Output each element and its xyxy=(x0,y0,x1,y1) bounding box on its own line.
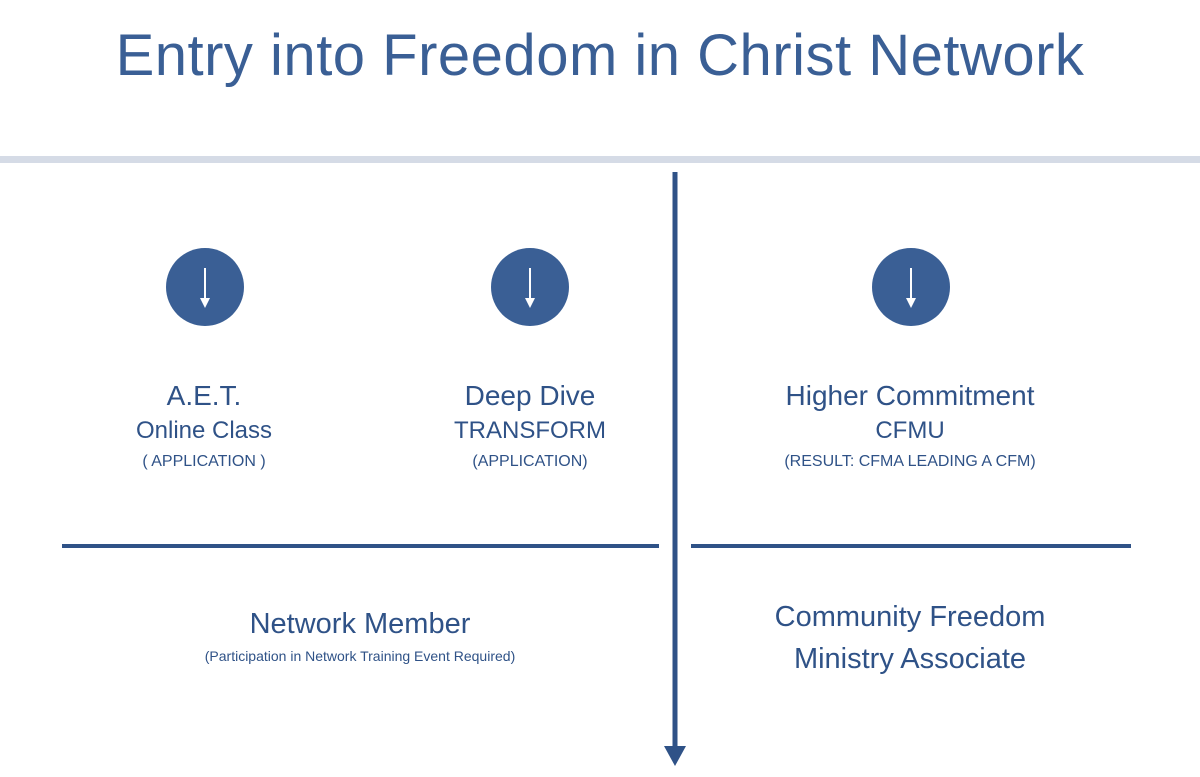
step-subheading: TRANSFORM xyxy=(454,417,606,444)
outcome-network-member: Network Member (Participation in Network… xyxy=(110,603,610,667)
step-note: (APPLICATION) xyxy=(472,453,588,470)
step-note: (RESULT: CFMA LEADING A CFM) xyxy=(784,453,1036,470)
step-heading: Higher Commitment xyxy=(785,380,1035,411)
outcome-label-line2: Ministry Associate xyxy=(793,643,1027,675)
outcome-label: Network Member xyxy=(249,608,471,640)
vertical-flow-arrowhead xyxy=(664,746,686,766)
outcome-community-freedom-ministry-associate: Community Freedom Ministry Associate xyxy=(700,596,1120,680)
step-subheading: CFMU xyxy=(875,417,945,444)
step-heading: Deep Dive xyxy=(464,380,596,411)
outcome-note: (Participation in Network Training Event… xyxy=(204,648,516,664)
step-deep-dive: Deep Dive TRANSFORM (APPLICATION) xyxy=(370,378,690,476)
step-heading: A.E.T. xyxy=(166,380,242,411)
down-arrow-circle-icon xyxy=(491,248,569,326)
down-arrow-circle-icon xyxy=(872,248,950,326)
down-arrow-circle-icon xyxy=(166,248,244,326)
step-higher-commitment: Higher Commitment CFMU (RESULT: CFMA LEA… xyxy=(730,378,1090,476)
page-title: Entry into Freedom in Christ Network xyxy=(115,23,1085,88)
step-aet: A.E.T. Online Class ( APPLICATION ) xyxy=(44,378,364,476)
step-note: ( APPLICATION ) xyxy=(142,453,266,470)
outcome-label-line1: Community Freedom xyxy=(774,601,1046,633)
step-subheading: Online Class xyxy=(135,417,273,444)
title-divider xyxy=(0,156,1200,163)
